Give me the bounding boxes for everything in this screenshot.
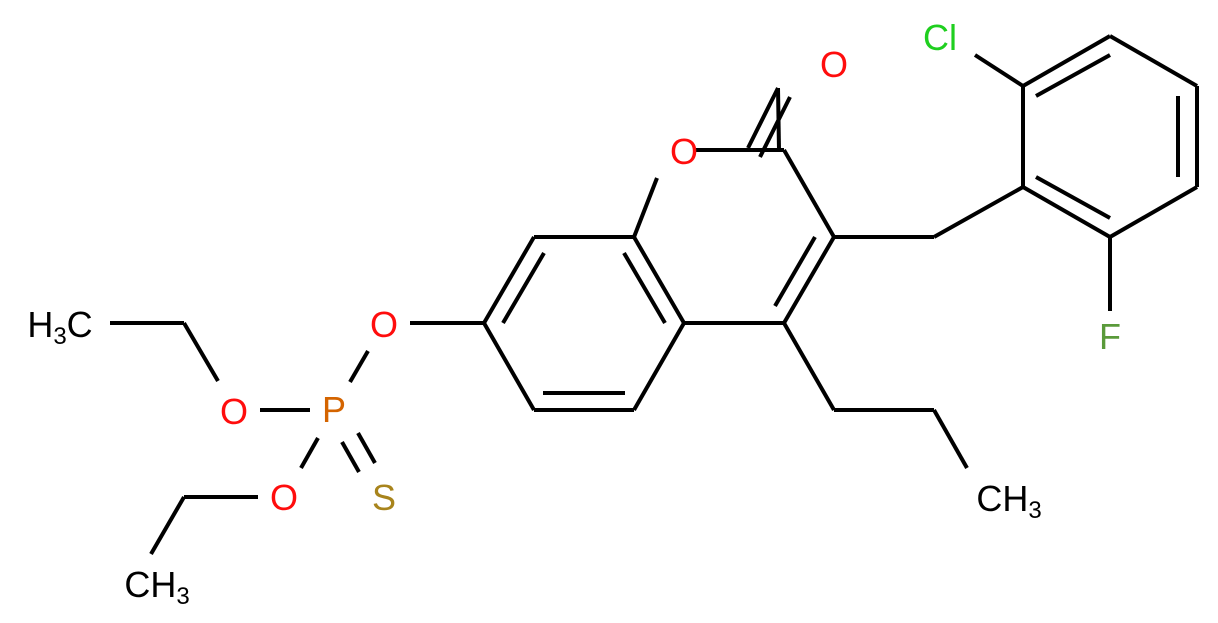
- bond-double-inner: [773, 235, 817, 308]
- bond-double-inner: [1035, 53, 1111, 98]
- sulfur-atom: S: [371, 477, 397, 518]
- bond: [932, 409, 969, 469]
- subscript: 3: [176, 583, 190, 610]
- ring-oxygen-atom: O: [669, 131, 699, 172]
- aryl-oxygen-atom: O: [369, 304, 399, 345]
- bond-double-inner: [1035, 175, 1111, 220]
- bond: [782, 322, 836, 411]
- bond: [782, 149, 836, 238]
- atom-symbol: C: [66, 304, 93, 345]
- bond: [1022, 34, 1111, 88]
- bond: [482, 235, 536, 325]
- bond-double-inner: [622, 251, 667, 325]
- bond: [632, 322, 686, 411]
- bond: [299, 437, 320, 469]
- bond: [348, 349, 370, 384]
- methyl-group-lower: CH3: [124, 564, 189, 609]
- bond: [933, 185, 1024, 239]
- atom-symbol: CH: [124, 564, 177, 605]
- fluorine-atom: F: [1099, 316, 1121, 357]
- ester-oxygen-upper-atom: O: [219, 391, 249, 432]
- carbonyl-oxygen-atom: O: [819, 44, 849, 85]
- bond-carbonyl-1: [746, 87, 780, 149]
- bond: [632, 177, 659, 238]
- bond: [782, 235, 836, 325]
- bond: [632, 235, 686, 325]
- bond: [1109, 34, 1198, 88]
- phosphorus-atom: P: [321, 389, 347, 430]
- subscript: 3: [53, 323, 67, 350]
- bond-carbonyl-2: [758, 96, 792, 158]
- atom-symbol: CH: [976, 478, 1029, 519]
- subscript: 3: [1028, 497, 1042, 524]
- bond: [149, 495, 186, 556]
- bond: [482, 322, 536, 411]
- bond: [1109, 185, 1198, 239]
- chlorine-atom: Cl: [923, 17, 957, 58]
- methyl-group-upper: H3C: [27, 304, 93, 349]
- bond-ps-2: [356, 432, 377, 464]
- methyl-group-propyl: CH3: [976, 478, 1041, 523]
- bond: [182, 321, 220, 383]
- bond-double-inner: [501, 251, 546, 325]
- bond: [973, 53, 1025, 88]
- bond-ps-1: [340, 441, 361, 473]
- atom-symbol: H: [27, 304, 54, 345]
- bond: [1022, 185, 1111, 239]
- ester-oxygen-lower-atom: O: [269, 477, 299, 518]
